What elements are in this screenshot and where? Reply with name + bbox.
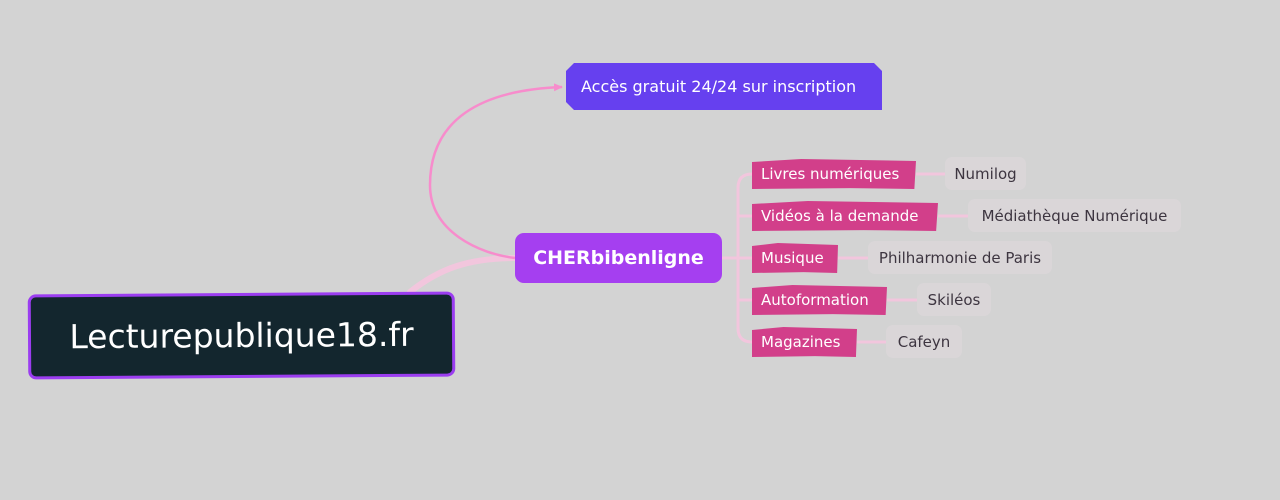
- hub-node-label: CHERbibenligne: [533, 247, 704, 269]
- category-videos-a-la-demande[interactable]: Vidéos à la demande: [752, 201, 938, 231]
- hub-access-arrow: [428, 83, 563, 260]
- leaf-label: Skiléos: [927, 290, 981, 309]
- root-node[interactable]: Lecturepublique18.fr: [27, 291, 456, 380]
- leaf-label: Médiathèque Numérique: [981, 206, 1168, 225]
- leaf-label: Numilog: [954, 164, 1017, 183]
- access-node[interactable]: Accès gratuit 24/24 sur inscription: [566, 63, 882, 110]
- hub-node[interactable]: CHERbibenligne: [515, 233, 722, 283]
- leaf-philharmonie-de-paris[interactable]: Philharmonie de Paris: [868, 241, 1052, 274]
- leaf-mediatheque-numerique[interactable]: Médiathèque Numérique: [968, 199, 1181, 232]
- leaf-label: Cafeyn: [897, 332, 951, 351]
- category-autoformation[interactable]: Autoformation: [752, 285, 887, 315]
- category-livres-numeriques[interactable]: Livres numériques: [752, 159, 916, 189]
- category-label: Musique: [761, 249, 824, 267]
- root-node-label: Lecturepublique18.fr: [69, 314, 414, 357]
- category-label: Livres numériques: [761, 165, 900, 183]
- leaf-skileos[interactable]: Skiléos: [917, 283, 991, 316]
- category-label: Vidéos à la demande: [761, 207, 919, 225]
- category-label: Magazines: [761, 333, 841, 351]
- category-label: Autoformation: [761, 291, 869, 309]
- leaf-cafeyn[interactable]: Cafeyn: [886, 325, 962, 358]
- leaf-label: Philharmonie de Paris: [878, 248, 1042, 267]
- root-hub-connector: [407, 255, 518, 295]
- leaf-numilog[interactable]: Numilog: [945, 157, 1026, 190]
- category-magazines[interactable]: Magazines: [752, 327, 857, 357]
- category-musique[interactable]: Musique: [752, 243, 838, 273]
- access-node-label: Accès gratuit 24/24 sur inscription: [581, 77, 857, 96]
